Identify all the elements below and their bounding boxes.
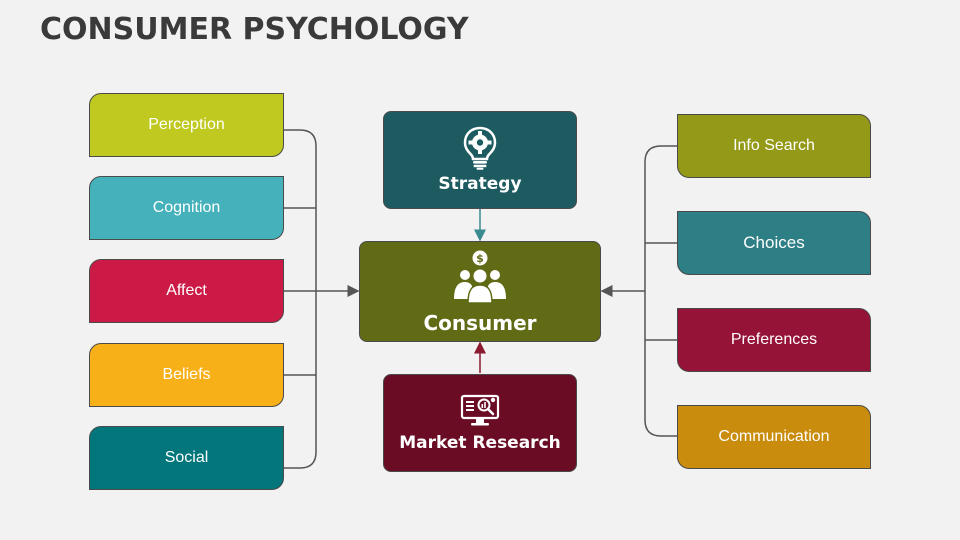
box-label: Beliefs <box>162 366 211 383</box>
box-strategy: Strategy <box>383 111 577 209</box>
lightbulb-gear-icon <box>463 126 497 170</box>
box-social: Social <box>89 426 284 490</box>
box-choices: Choices <box>677 211 871 275</box>
box-label: Social <box>164 449 209 466</box>
box-consumer: $ Consumer <box>359 241 601 342</box>
page-title: CONSUMER PSYCHOLOGY <box>40 12 469 47</box>
box-market-research: Market Research <box>383 374 577 472</box>
box-beliefs: Beliefs <box>89 343 284 407</box>
box-label: Preferences <box>730 331 818 348</box>
right-bracket-line <box>644 145 677 437</box>
box-label: Strategy <box>438 174 522 194</box>
box-label: Perception <box>148 116 225 133</box>
box-perception: Perception <box>89 93 284 157</box>
monitor-analytics-icon <box>460 394 500 426</box>
box-cognition: Cognition <box>89 176 284 240</box>
consumer-group-icon: $ <box>454 250 506 304</box>
box-affect: Affect <box>89 259 284 323</box>
box-label: Choices <box>743 233 805 252</box>
left-bracket-line <box>284 129 317 469</box>
box-info-search: Info Search <box>677 114 871 178</box>
box-label: Affect <box>166 282 207 299</box>
box-label: Communication <box>718 428 830 445</box>
svg-text:$: $ <box>476 252 484 265</box>
box-label: Cognition <box>152 199 221 216</box>
box-label: Info Search <box>733 137 815 154</box>
box-label: Market Research <box>399 433 561 453</box>
box-label: Consumer <box>423 310 537 335</box>
box-communication: Communication <box>677 405 871 469</box>
box-preferences: Preferences <box>677 308 871 372</box>
